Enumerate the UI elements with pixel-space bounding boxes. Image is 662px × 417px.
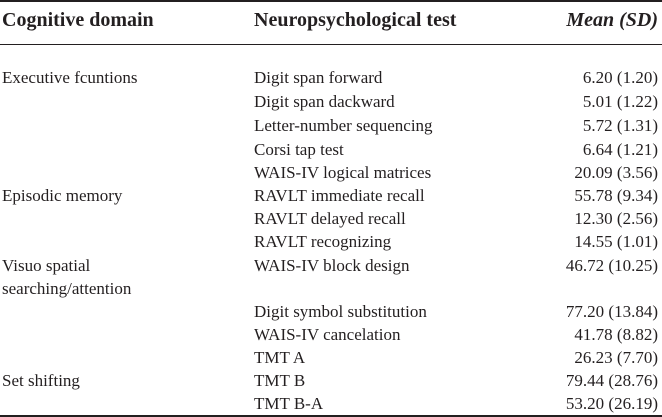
domain-cell: Episodic memory xyxy=(2,186,123,205)
mean-cell: 53.20 (26.19) xyxy=(565,394,658,413)
test-cell: TMT B xyxy=(254,371,306,390)
test-cell: Letter-number sequencing xyxy=(254,116,433,135)
table-row: RAVLT delayed recall 12.30 (2.56) xyxy=(0,207,662,230)
table-row: WAIS-IV logical matrices 20.09 (3.56) xyxy=(0,161,662,184)
mean-cell: 55.78 (9.34) xyxy=(574,186,658,205)
table-row: Digit symbol substitution 77.20 (13.84) xyxy=(0,300,662,323)
table-row: Episodic memory RAVLT immediate recall 5… xyxy=(0,184,662,207)
test-cell: WAIS-IV cancelation xyxy=(254,325,401,344)
header-cognitive-domain: Cognitive domain xyxy=(2,9,154,31)
mean-cell: 12.30 (2.56) xyxy=(574,209,658,228)
mean-cell: 6.64 (1.21) xyxy=(582,140,658,159)
mean-cell: 14.55 (1.01) xyxy=(574,232,658,251)
table-bottom-rule xyxy=(0,415,662,417)
mean-cell: 77.20 (13.84) xyxy=(565,302,658,321)
header-mean-sd: Mean (SD) xyxy=(566,9,658,31)
mean-cell: 5.72 (1.31) xyxy=(582,116,658,135)
table-row: RAVLT recognizing 14.55 (1.01) xyxy=(0,230,662,253)
mean-cell: 79.44 (28.76) xyxy=(565,371,658,390)
domain-cell: searching/attention xyxy=(2,279,132,298)
test-cell: Digit span dackward xyxy=(254,92,395,111)
domain-cell: Executive fcuntions xyxy=(2,68,138,87)
table-row: Letter-number sequencing 5.72 (1.31) xyxy=(0,114,662,137)
mean-cell: 6.20 (1.20) xyxy=(582,68,658,87)
domain-cell: Visuo spatial xyxy=(2,256,91,275)
table-row: TMT A 26.23 (7.70) xyxy=(0,346,662,369)
test-cell: TMT B-A xyxy=(254,394,324,413)
test-cell: TMT A xyxy=(254,348,306,367)
table-header-rule xyxy=(0,44,662,45)
mean-cell: 20.09 (3.56) xyxy=(574,163,658,182)
table-row: WAIS-IV cancelation 41.78 (8.82) xyxy=(0,323,662,346)
table-row: Set shifting TMT B 79.44 (28.76) xyxy=(0,369,662,392)
test-cell: RAVLT recognizing xyxy=(254,232,392,251)
table-row: Visuo spatial WAIS-IV block design 46.72… xyxy=(0,254,662,277)
domain-cell: Set shifting xyxy=(2,371,80,390)
mean-cell: 46.72 (10.25) xyxy=(565,256,658,275)
table-row: Executive fcuntions Digit span forward 6… xyxy=(0,66,662,89)
table-row: searching/attention xyxy=(0,277,662,300)
test-cell: RAVLT immediate recall xyxy=(254,186,425,205)
test-cell: WAIS-IV block design xyxy=(254,256,410,275)
mean-cell: 5.01 (1.22) xyxy=(582,92,658,111)
table-row: TMT B-A 53.20 (26.19) xyxy=(0,392,662,415)
table-row: Corsi tap test 6.64 (1.21) xyxy=(0,138,662,161)
test-cell: WAIS-IV logical matrices xyxy=(254,163,432,182)
test-cell: Digit symbol substitution xyxy=(254,302,427,321)
table-row: Digit span dackward 5.01 (1.22) xyxy=(0,90,662,113)
mean-cell: 41.78 (8.82) xyxy=(574,325,658,344)
test-cell: Corsi tap test xyxy=(254,140,344,159)
test-cell: Digit span forward xyxy=(254,68,383,87)
header-neuropsychological-test: Neuropsychological test xyxy=(254,9,457,31)
table-top-rule xyxy=(0,0,662,2)
mean-cell: 26.23 (7.70) xyxy=(574,348,658,367)
test-cell: RAVLT delayed recall xyxy=(254,209,406,228)
